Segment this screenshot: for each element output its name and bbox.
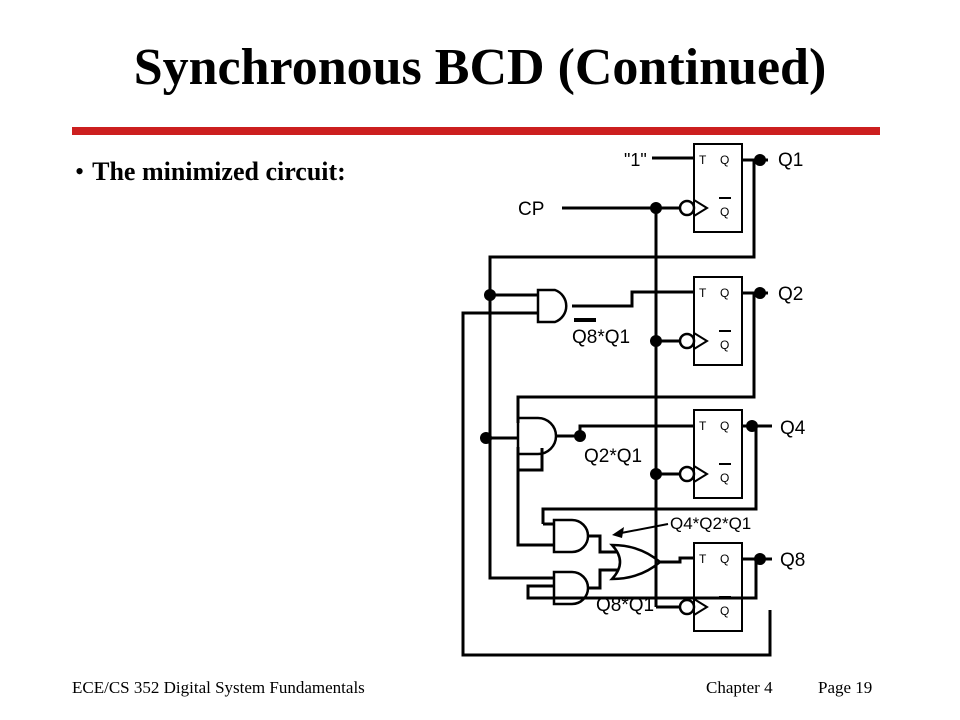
title-divider: [72, 127, 880, 135]
bullet-item: •The minimized circuit:: [75, 157, 346, 187]
bullet-dot: •: [75, 157, 85, 186]
clock-label: CP: [518, 199, 544, 220]
ff8-q-pin: Q: [720, 552, 729, 566]
q1-output-label: Q1: [778, 150, 803, 171]
slide-title: Synchronous BCD (Continued): [133, 39, 827, 96]
constant-one-label: "1": [624, 150, 647, 170]
ff1-qbar-pin: Q: [720, 205, 729, 219]
q8-output-label: Q8: [780, 550, 805, 571]
ff2-t-pin: T: [699, 286, 707, 300]
footer-course: ECE/CS 352 Digital System Fundamentals: [72, 678, 365, 697]
q2-q1-label: Q2*Q1: [584, 446, 642, 467]
ff1-t-pin: T: [699, 153, 707, 167]
ff8-qbar-pin: Q: [720, 604, 729, 618]
ff4-t-pin: T: [699, 419, 707, 433]
ff2-q-pin: Q: [720, 286, 729, 300]
q4-q2-q1-label: Q4*Q2*Q1: [670, 514, 751, 533]
flip-flop-2: [693, 276, 743, 366]
flip-flop-4: [693, 409, 743, 499]
q4-output-label: Q4: [780, 418, 806, 439]
ff4-q-pin: Q: [720, 419, 729, 433]
footer-chapter: Chapter 4: [706, 678, 773, 697]
ff8-t-pin: T: [699, 552, 707, 566]
flip-flop-8: [693, 542, 743, 632]
ff1-q-pin: Q: [720, 153, 729, 167]
footer-page-number: Page 19: [818, 678, 873, 697]
q2-output-label: Q2: [778, 284, 803, 305]
q8-q1-label: Q8*Q1: [596, 595, 654, 616]
flip-flop-1: [693, 143, 743, 233]
q8bar-q1-label: Q8*Q1: [572, 327, 630, 348]
bullet-text: The minimized circuit:: [92, 157, 346, 186]
ff4-qbar-pin: Q: [720, 471, 729, 485]
ff2-qbar-pin: Q: [720, 338, 729, 352]
